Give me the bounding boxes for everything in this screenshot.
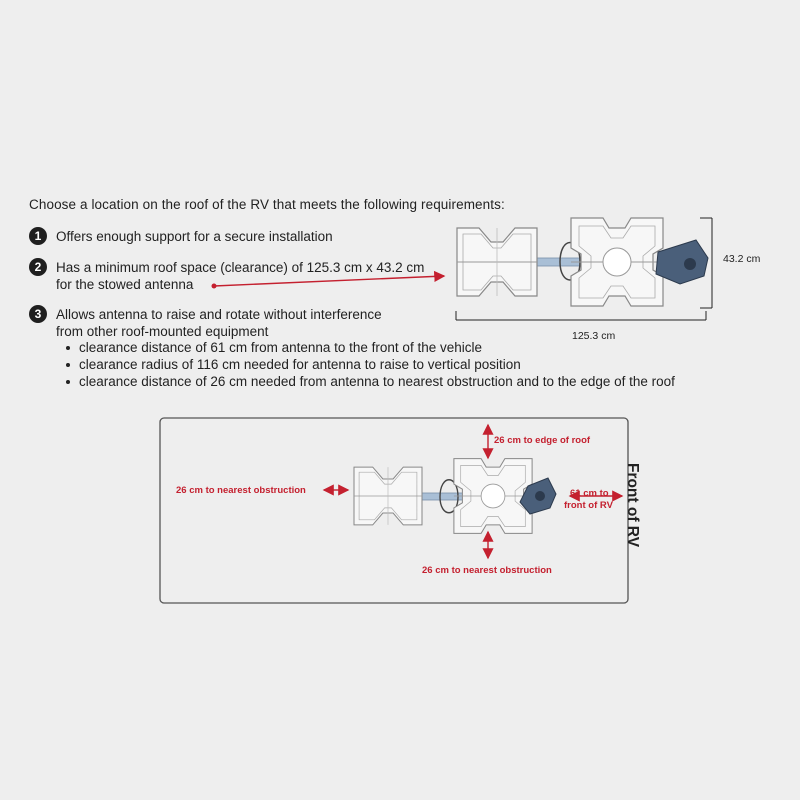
requirement-text: for the stowed antenna [56, 277, 194, 292]
front-of-rv-label: Front of RV [624, 462, 641, 548]
requirement-1: 1 Offers enough support for a secure ins… [29, 227, 333, 245]
stowed-antenna-roof [353, 458, 557, 534]
stowed-antenna-top [456, 217, 709, 307]
clearance-list: clearance distance of 61 cm from antenna… [64, 339, 675, 390]
step-number-badge: 2 [29, 258, 47, 276]
height-dimension-label: 43.2 cm [723, 253, 761, 265]
roof-outline [159, 417, 629, 604]
requirement-text: Allows antenna to raise and rotate witho… [56, 307, 382, 322]
left-clearance-label: 26 cm to nearest obstruction [176, 485, 306, 496]
list-item: clearance distance of 26 cm needed from … [64, 373, 675, 390]
requirement-text: Has a minimum roof space (clearance) of … [56, 260, 425, 275]
front-clearance-label-2: front of RV [564, 500, 613, 511]
requirement-2: 2 Has a minimum roof space (clearance) o… [29, 258, 425, 293]
width-dimension-label: 125.3 cm [572, 330, 616, 342]
intro-text: Choose a location on the roof of the RV … [29, 197, 505, 212]
requirement-text: Offers enough support for a secure insta… [56, 229, 333, 244]
bottom-clearance-label: 26 cm to nearest obstruction [422, 565, 552, 576]
list-item: clearance distance of 61 cm from antenna… [64, 339, 675, 356]
requirement-text: from other roof-mounted equipment [56, 324, 269, 339]
step-number-badge: 3 [29, 305, 47, 323]
list-item: clearance radius of 116 cm needed for an… [64, 356, 675, 373]
requirement-3: 3 Allows antenna to raise and rotate wit… [29, 305, 382, 340]
step-number-badge: 1 [29, 227, 47, 245]
front-clearance-label-1: 61 cm to [570, 488, 609, 499]
edge-clearance-label: 26 cm to edge of roof [494, 435, 591, 446]
